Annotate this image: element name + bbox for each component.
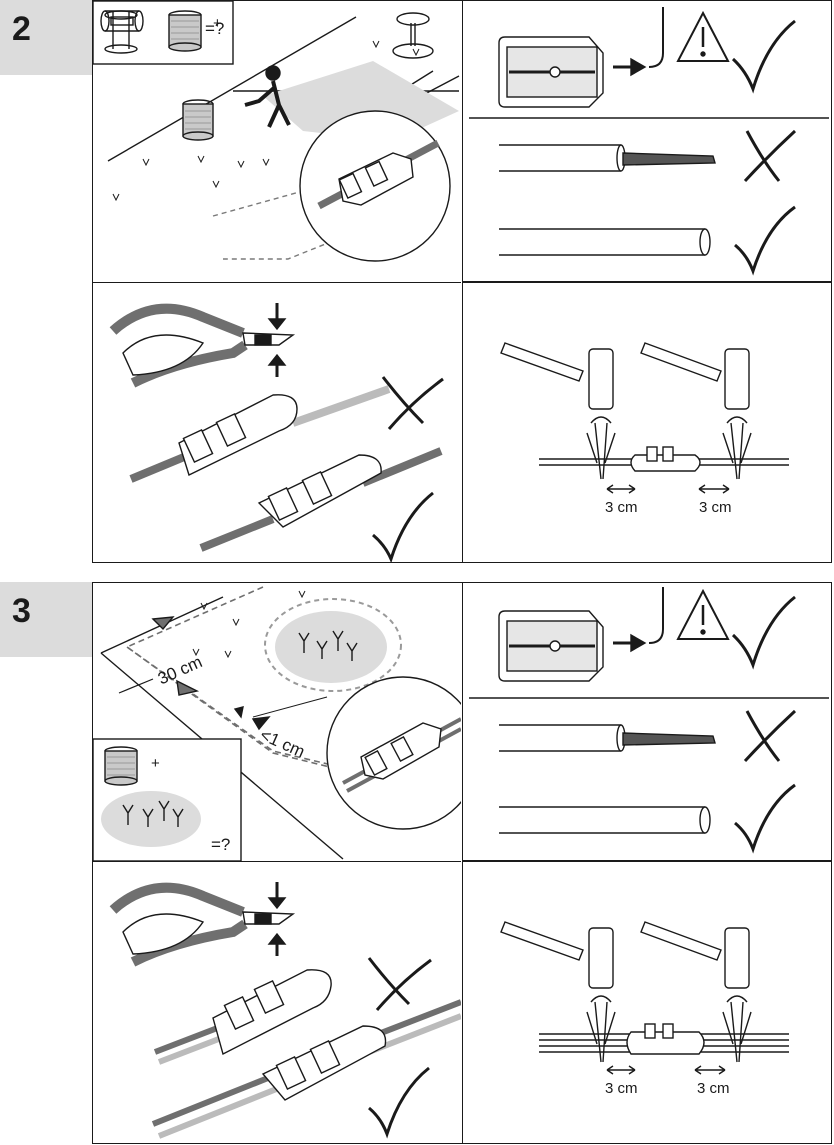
equation-result: =? — [211, 835, 230, 855]
spacing-left-label: 3 cm — [605, 1080, 638, 1097]
cross-icon — [745, 711, 795, 761]
hammer-icon — [501, 343, 749, 409]
wire-end-icon — [499, 725, 715, 751]
robot-mower-icon — [499, 37, 603, 107]
pliers-icon — [113, 888, 293, 962]
cross-icon — [369, 958, 431, 1010]
check-icon — [735, 207, 795, 271]
connector-icon — [213, 970, 331, 1054]
check-icon — [369, 1068, 429, 1134]
cross-icon — [383, 377, 443, 429]
robot-mower-icon — [499, 611, 603, 681]
check-icon — [733, 597, 795, 665]
spacing-right-label: 3 cm — [697, 1080, 730, 1097]
step-2-peg-panel: 3 cm 3 cm — [462, 282, 831, 562]
flower-bed-icon — [265, 599, 401, 691]
step-3-pliers-panel — [93, 861, 461, 1143]
warning-icon — [678, 591, 728, 639]
pliers-icon — [113, 309, 293, 383]
equation-result: =? — [205, 19, 224, 39]
equation-plus: + — [151, 755, 160, 772]
connector-icon — [259, 455, 381, 527]
cross-icon — [745, 131, 795, 181]
check-icon — [373, 493, 433, 559]
step-number: 3 — [12, 592, 31, 631]
step-3-scene-panel: 30 cm <1 cm + =? — [93, 583, 461, 861]
wire-end-icon — [499, 145, 715, 171]
step-2-pliers-panel — [93, 282, 461, 562]
step-3-tab: 3 — [0, 582, 92, 657]
step-3-peg-panel: 3 cm 3 cm — [462, 861, 831, 1143]
flower-bed-icon — [101, 791, 201, 847]
connector-icon — [631, 447, 700, 471]
step-2-wire-check-panel — [462, 1, 831, 282]
wire-spool-icon — [105, 747, 137, 785]
hammer-icon — [501, 922, 749, 988]
spacing-right-label: 3 cm — [699, 499, 732, 516]
step-3-wire-check-panel — [462, 583, 831, 861]
connector-icon — [179, 395, 297, 475]
step-number: 2 — [12, 10, 31, 49]
spacing-left-label: 3 cm — [605, 499, 638, 516]
check-icon — [733, 21, 795, 89]
step-2-scene-panel: + =? — [93, 1, 461, 282]
connector-icon — [627, 1024, 704, 1054]
wire-end-icon — [499, 807, 710, 833]
wire-spool-icon — [169, 11, 201, 51]
check-icon — [735, 785, 795, 849]
connector-icon — [263, 1026, 386, 1100]
wire-end-icon — [499, 229, 710, 255]
lawn-scene-illustration — [93, 1, 461, 282]
step-2-tab: 2 — [0, 0, 92, 75]
warning-icon — [678, 13, 728, 61]
